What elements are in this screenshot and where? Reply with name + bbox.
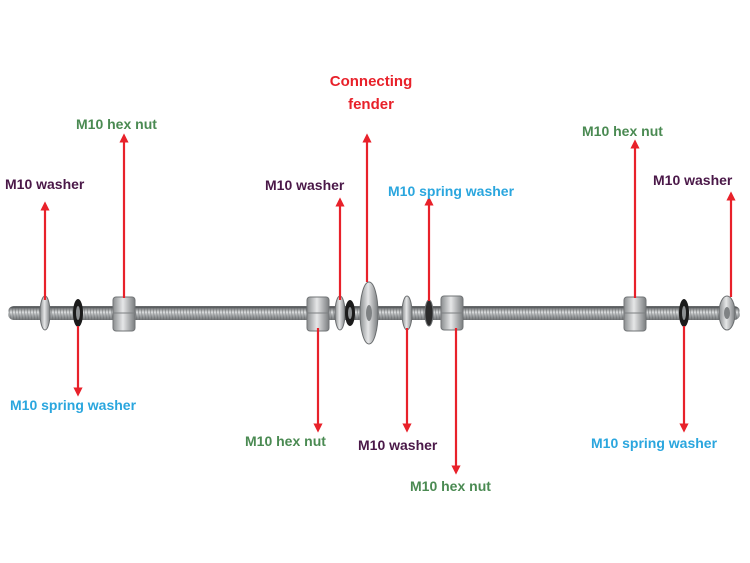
washer-mid-right — [402, 296, 412, 330]
label-spring-mid-top: M10 spring washer — [388, 183, 514, 200]
spring-washer-mid-left — [345, 300, 355, 326]
hex-nut-mid-left — [307, 297, 329, 331]
hex-nut-mid-right — [441, 296, 463, 330]
label-washer-mid-top: M10 washer — [265, 177, 344, 194]
spring-washer-mid-right — [425, 300, 433, 326]
connecting-fender — [360, 282, 378, 344]
label-spring-right-bottom: M10 spring washer — [591, 435, 717, 452]
label-washer-left-top: M10 washer — [5, 176, 84, 193]
hex-nut-left — [113, 297, 135, 331]
label-washer-right-top: M10 washer — [653, 172, 732, 189]
label-hexnut-left-top: M10 hex nut — [76, 116, 157, 133]
label-hexnut-center-bottom: M10 hex nut — [410, 478, 491, 495]
washer-left — [40, 296, 50, 330]
label-connecting-fender: Connecting fender — [318, 70, 424, 116]
label-hexnut-mid-bottom: M10 hex nut — [245, 433, 326, 450]
label-spring-left-bottom: M10 spring washer — [10, 397, 136, 414]
label-washer-mid-bottom: M10 washer — [358, 437, 437, 454]
hex-nut-right — [624, 297, 646, 331]
label-hexnut-right-top: M10 hex nut — [582, 123, 663, 140]
washer-right — [719, 296, 735, 330]
spring-washer-left — [73, 299, 83, 327]
spring-washer-right — [679, 299, 689, 327]
washer-mid-left — [335, 296, 345, 330]
